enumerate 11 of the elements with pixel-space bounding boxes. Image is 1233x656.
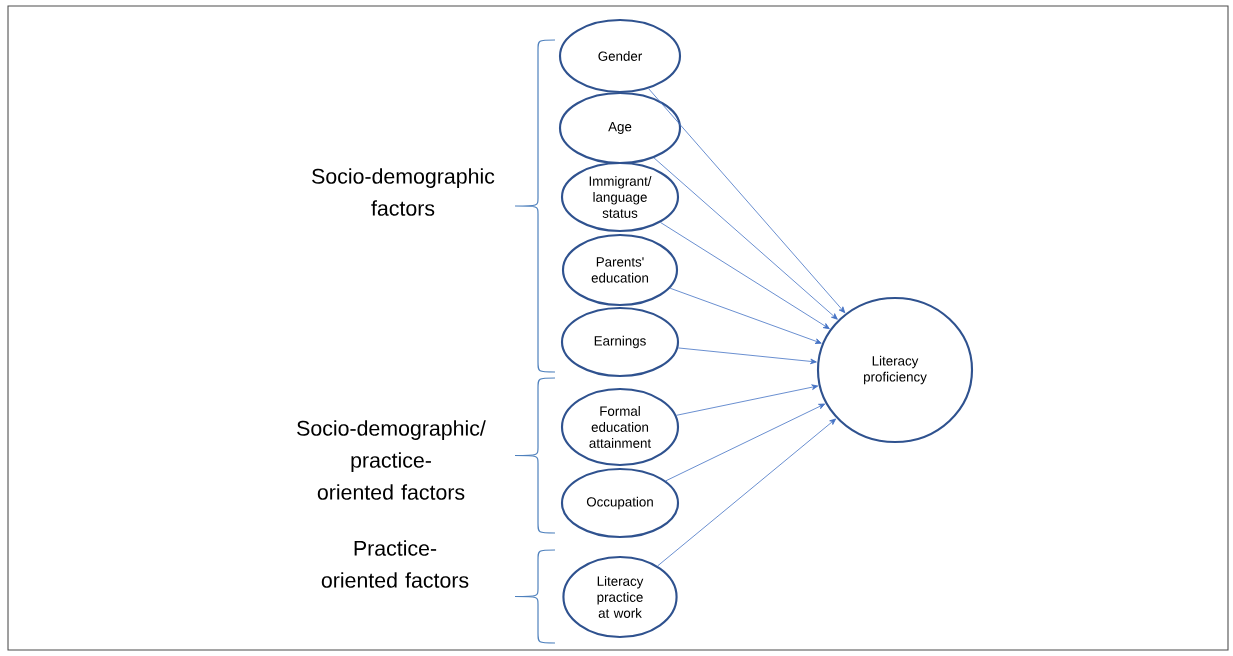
arrow bbox=[660, 222, 830, 330]
arrow bbox=[653, 157, 838, 320]
group-label: Practice-oriented factors bbox=[321, 540, 469, 588]
group-label: Socio-demographic factors bbox=[312, 168, 495, 216]
group-label: Socio-demographic/ practice-oriented factors bbox=[297, 420, 486, 500]
arrow bbox=[675, 384, 819, 416]
arrow bbox=[665, 403, 826, 482]
arrow bbox=[669, 287, 822, 344]
arrow bbox=[648, 88, 846, 314]
arrow bbox=[677, 347, 817, 365]
arrow bbox=[657, 418, 837, 567]
